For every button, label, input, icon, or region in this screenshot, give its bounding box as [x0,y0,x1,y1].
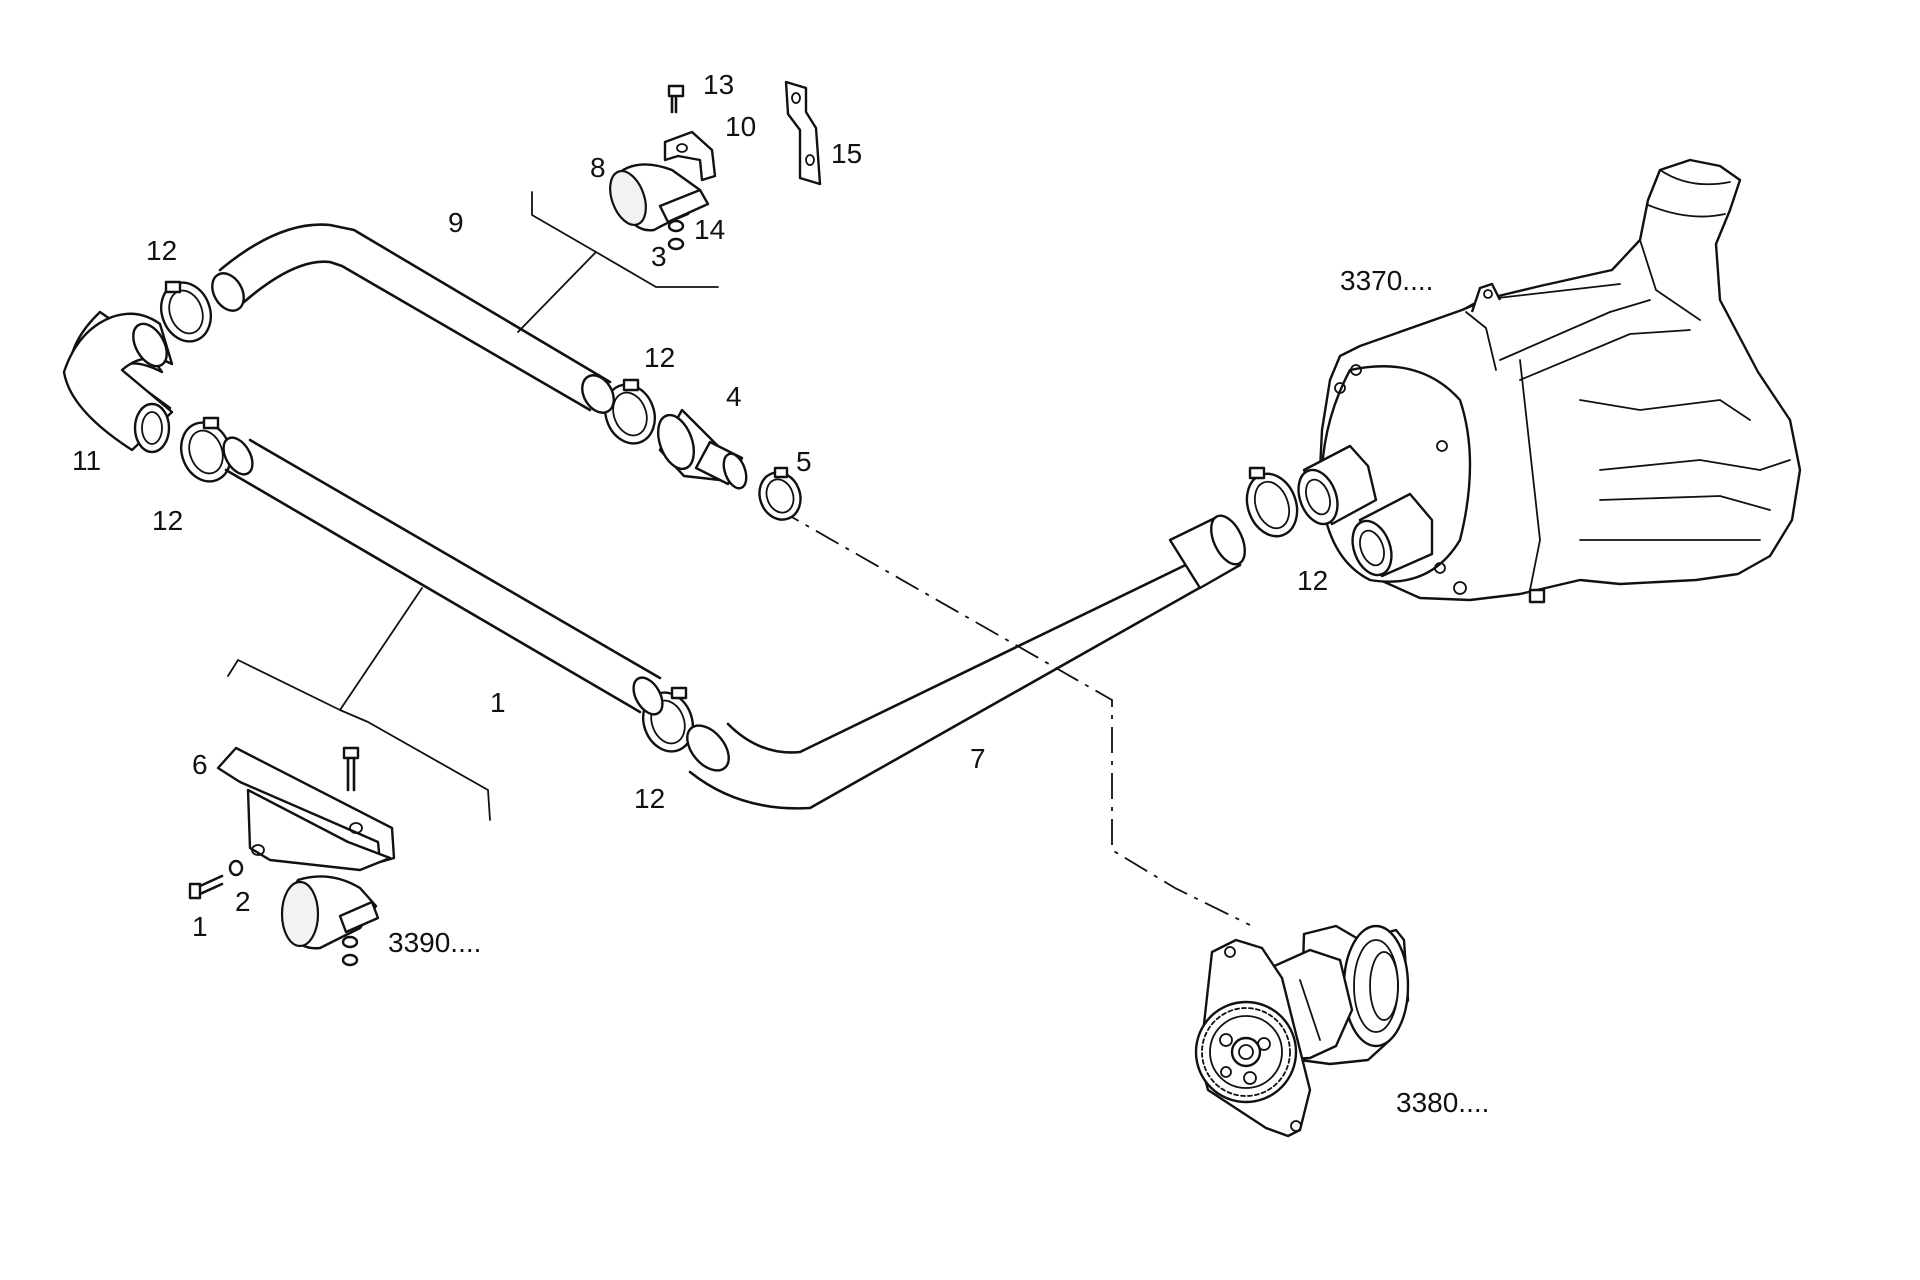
leader-lines [227,191,719,821]
label-4: 4 [726,381,742,412]
upper-pipe-9 [211,223,615,414]
bolt-1 [188,874,224,900]
label-12-e: 12 [634,783,665,814]
elbow-hose-11 [62,310,174,454]
label-12-d: 12 [1297,565,1328,596]
label-1-pipe: 1 [490,687,506,718]
assembly-axis-line [775,507,1251,926]
washer-2 [228,859,244,877]
bracket-10 [663,130,717,182]
hose-clamp-12-a [160,280,212,343]
support-bracket-6 [216,746,396,872]
pipe-support-clamp-lower [280,875,380,950]
reducer-fitting-4 [656,408,748,490]
bent-pipe-7 [686,514,1246,810]
label-5: 5 [796,446,812,477]
label-13: 13 [703,69,734,100]
nut-14 [667,219,685,233]
heat-exchanger-3370 [1297,158,1802,604]
label-12-b: 12 [644,342,675,373]
lower-pipe-1 [222,436,664,716]
label-15: 15 [831,138,862,169]
label-3: 3 [651,241,667,272]
small-clamp-5 [758,466,802,521]
label-2: 2 [235,886,251,917]
hose-clamp-12-e [1245,466,1299,538]
hose-clamp-12-c [604,378,656,445]
label-9: 9 [448,207,464,238]
label-3390: 3390.... [388,927,481,958]
label-8: 8 [590,152,606,183]
label-7: 7 [970,743,986,774]
label-10: 10 [725,111,756,142]
bolt-vertical [342,746,360,792]
label-14: 14 [694,214,725,245]
label-12-a: 12 [146,235,177,266]
pipe-support-clamp-8 [609,163,710,232]
label-3370: 3370.... [1340,265,1433,296]
callout-labels: 13 10 15 8 9 14 3 12 12 4 5 11 12 12 1 6… [72,69,1489,1118]
label-6: 6 [192,749,208,780]
label-1-bolt: 1 [192,911,208,942]
water-pump-3380 [1194,924,1410,1138]
nuts-lower [341,935,359,967]
bracket-15 [784,80,822,186]
label-12-c: 12 [152,505,183,536]
label-11: 11 [72,445,101,476]
bolt-13 [667,84,685,114]
washer-3-top [667,237,685,251]
label-3380: 3380.... [1396,1087,1489,1118]
